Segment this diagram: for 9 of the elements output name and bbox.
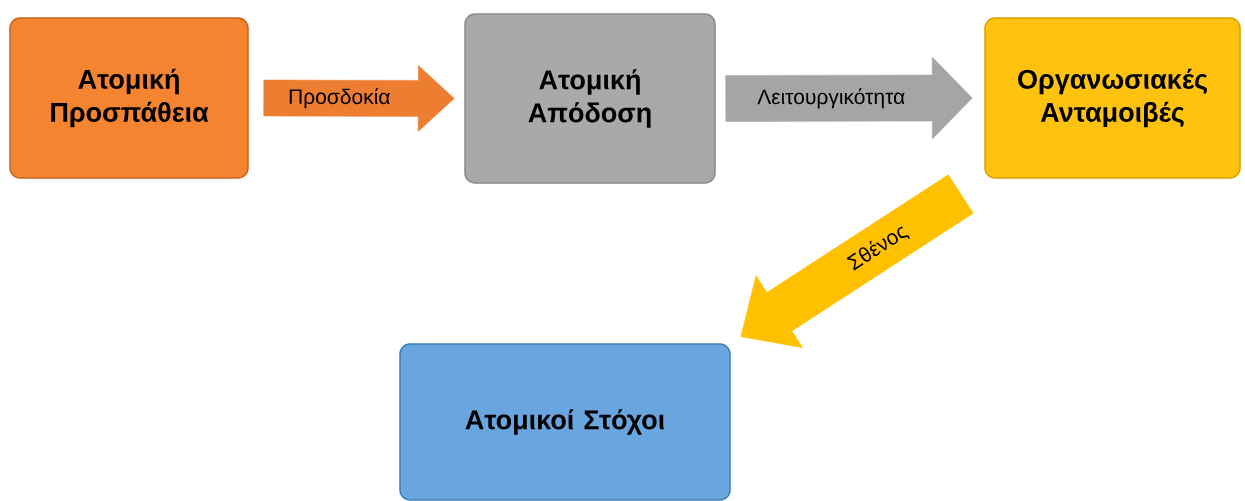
block-arrow bbox=[263, 65, 455, 132]
edge-label: Λειτουργικότητα bbox=[757, 88, 905, 109]
block-arrow bbox=[740, 174, 974, 348]
process-box: Ατομικοί Στόχοι bbox=[399, 343, 731, 501]
edge-label: Προσδοκία bbox=[289, 88, 390, 109]
process-box: Ατομική Απόδοση bbox=[464, 13, 716, 184]
process-box: Οργανωσιακές Ανταμοιβές bbox=[984, 17, 1241, 179]
block-arrow bbox=[725, 56, 973, 140]
process-box: Ατομική Προσπάθεια bbox=[9, 17, 249, 179]
